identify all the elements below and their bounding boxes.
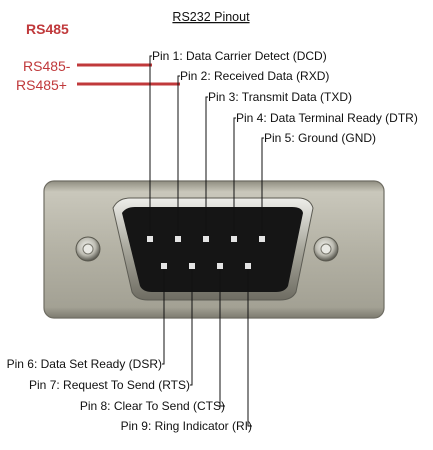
- pin-6-label: Pin 6: Data Set Ready (DSR): [7, 357, 162, 371]
- pin-2-label: Pin 2: Received Data (RXD): [180, 69, 329, 83]
- pin-4-leader-line: [233, 117, 236, 240]
- pin-7-leader-line: [190, 267, 193, 386]
- pin-1: Pin 1: Data Carrier Detect (DCD): [147, 49, 327, 242]
- connector-insulator: [122, 207, 303, 292]
- pin-5: Pin 5: Ground (GND): [259, 131, 376, 242]
- left-screw: [75, 236, 101, 262]
- pin-1-leader-line: [149, 55, 152, 240]
- pin-4: Pin 4: Data Terminal Ready (DTR): [231, 111, 418, 242]
- pin-9: Pin 9: Ring Indicator (RI): [121, 263, 252, 433]
- pin-8-label: Pin 8: Clear To Send (CTS): [80, 399, 225, 413]
- rs485-heading: RS485: [26, 21, 69, 37]
- pin-9-label: Pin 9: Ring Indicator (RI): [121, 419, 252, 433]
- right-screw: [313, 236, 339, 262]
- db9-connector: [43, 180, 385, 319]
- pin-8-leader-line: [219, 267, 225, 407]
- pin-6: Pin 6: Data Set Ready (DSR): [7, 263, 167, 371]
- pin-3-label: Pin 3: Transmit Data (TXD): [208, 90, 352, 104]
- pin-6-leader-line: [162, 267, 165, 365]
- pin-2: Pin 2: Received Data (RXD): [175, 69, 329, 242]
- pin-2-leader-line: [177, 75, 180, 240]
- pin-1-contact: [147, 236, 153, 242]
- pin-3-leader-line: [205, 96, 208, 240]
- pin-3: Pin 3: Transmit Data (TXD): [203, 90, 352, 242]
- pin-2-contact: [175, 236, 181, 242]
- pin-7: Pin 7: Request To Send (RTS): [29, 263, 195, 392]
- pin-9-leader-line: [247, 267, 252, 427]
- pin-6-contact: [161, 263, 167, 269]
- pin-7-contact: [189, 263, 195, 269]
- diagram-title: RS232 Pinout: [172, 10, 250, 24]
- pin-5-contact: [259, 236, 265, 242]
- pin-4-label: Pin 4: Data Terminal Ready (DTR): [236, 111, 418, 125]
- pin-4-contact: [231, 236, 237, 242]
- rs485-plus-label: RS485+: [16, 77, 67, 93]
- pin-5-leader-line: [261, 137, 264, 240]
- pin-9-contact: [245, 263, 251, 269]
- pin-8-contact: [217, 263, 223, 269]
- pin-8: Pin 8: Clear To Send (CTS): [80, 263, 225, 413]
- pin-3-contact: [203, 236, 209, 242]
- pin-1-label: Pin 1: Data Carrier Detect (DCD): [152, 49, 327, 63]
- pin-5-label: Pin 5: Ground (GND): [264, 131, 376, 145]
- rs485-minus-label: RS485-: [23, 58, 71, 74]
- pin-7-label: Pin 7: Request To Send (RTS): [29, 378, 190, 392]
